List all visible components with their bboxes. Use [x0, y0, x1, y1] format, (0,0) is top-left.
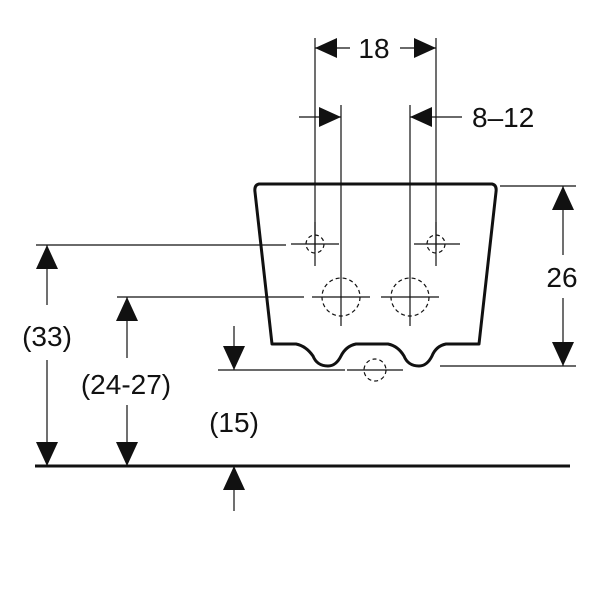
dim-33-label: (33): [22, 321, 72, 352]
wc-body-outline: [253, 182, 498, 368]
dim-8-12-label: 8–12: [472, 102, 534, 133]
dim-18-label: 18: [358, 33, 389, 64]
dim-26-label: 26: [546, 262, 577, 293]
dim-15-label: (15): [209, 407, 259, 438]
dim-15: [218, 326, 345, 511]
dim-26: [440, 185, 576, 367]
dim-24-27: [116, 296, 304, 466]
dim-24-27-label: (24-27): [81, 369, 171, 400]
dim-8-12: [299, 107, 462, 127]
dim-33: [36, 244, 286, 466]
dim-18: [315, 38, 436, 58]
connection-hole-right: [381, 268, 439, 326]
drain-hole: [347, 358, 403, 382]
connection-hole-left: [312, 268, 370, 326]
